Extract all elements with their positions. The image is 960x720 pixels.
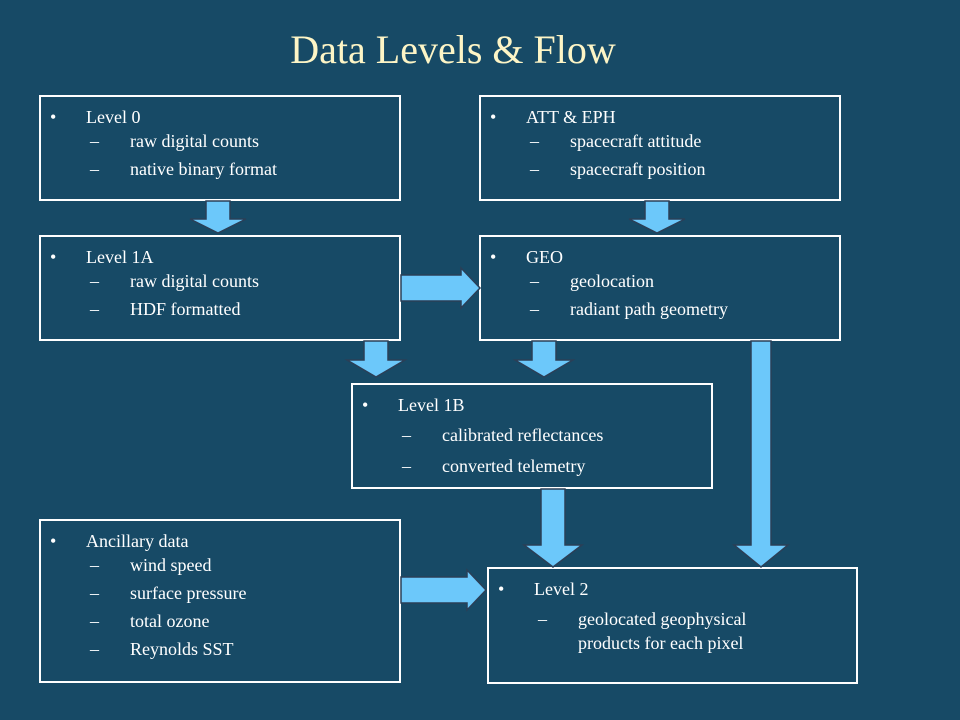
- page-title: Data Levels & Flow: [290, 27, 616, 72]
- geo-item: – radiant path geometry: [530, 298, 728, 320]
- level0-item-text: native binary format: [130, 159, 277, 179]
- level1a-box: • Level 1A – raw digital counts – HDF forma…: [39, 235, 401, 341]
- dash-icon: –: [90, 555, 99, 575]
- dash-icon: –: [402, 425, 411, 445]
- arrow-down-level1a-to-level1b: [344, 340, 408, 378]
- level1b-item: – converted telemetry: [402, 455, 585, 477]
- arrow-right-level1a-to-geo: [400, 266, 482, 310]
- dash-icon: –: [402, 456, 411, 476]
- dash-icon: –: [530, 271, 539, 291]
- ancillary-item: – wind speed: [90, 554, 211, 576]
- dash-icon: –: [90, 639, 99, 659]
- level1a-item-text: HDF formatted: [130, 299, 241, 319]
- level1b-item: – calibrated reflectances: [402, 424, 603, 446]
- arrow-down-geo-to-level1b: [512, 340, 576, 378]
- level1b-heading-line: • Level 1B: [362, 394, 464, 416]
- atteph-item: – spacecraft attitude: [530, 130, 701, 152]
- geo-item-text: radiant path geometry: [570, 299, 728, 319]
- ancillary-heading: Ancillary data: [86, 531, 189, 551]
- ancillary-item: – total ozone: [90, 610, 209, 632]
- geo-heading-line: • GEO: [490, 246, 563, 268]
- dash-icon: –: [530, 159, 539, 179]
- atteph-item-text: spacecraft position: [570, 159, 706, 179]
- dash-icon: –: [90, 611, 99, 631]
- bullet-icon: •: [50, 531, 57, 551]
- geo-item: – geolocation: [530, 270, 654, 292]
- atteph-item: – spacecraft position: [530, 158, 705, 180]
- geo-heading: GEO: [526, 247, 563, 267]
- dash-icon: –: [530, 299, 539, 319]
- level0-item: – raw digital counts: [90, 130, 259, 152]
- level2-item: – geolocated geophysical: [538, 608, 746, 630]
- level0-heading-line: • Level 0: [50, 106, 140, 128]
- level1a-item: – HDF formatted: [90, 298, 240, 320]
- level0-box: • Level 0 – raw digital counts – native bin…: [39, 95, 401, 201]
- bullet-icon: •: [490, 107, 497, 127]
- arrow-right-ancillary-to-level2: [400, 568, 488, 612]
- ancillary-item-text: surface pressure: [130, 583, 247, 603]
- dash-icon: –: [90, 159, 99, 179]
- level2-box: • Level 2 – geolocated geophysical product…: [487, 567, 858, 684]
- dash-icon: –: [90, 271, 99, 291]
- bullet-icon: •: [362, 395, 369, 415]
- ancillary-item: – Reynolds SST: [90, 638, 234, 660]
- arrow-down-geo-to-level2: [731, 340, 791, 568]
- bullet-icon: •: [490, 247, 497, 267]
- arrow-down-level1b-to-level2: [521, 488, 585, 568]
- ancillary-item: – surface pressure: [90, 582, 246, 604]
- level1a-item: – raw digital counts: [90, 270, 259, 292]
- dash-icon: –: [530, 131, 539, 151]
- ancillary-heading-line: • Ancillary data: [50, 530, 188, 552]
- level0-heading: Level 0: [86, 107, 141, 127]
- level1a-item-text: raw digital counts: [130, 271, 259, 291]
- atteph-heading-line: • ATT & EPH: [490, 106, 616, 128]
- ancillary-item-text: total ozone: [130, 611, 210, 631]
- level1a-heading-line: • Level 1A: [50, 246, 153, 268]
- bullet-icon: •: [498, 579, 505, 599]
- ancillary-item-text: Reynolds SST: [130, 639, 234, 659]
- level2-item-continuation: products for each pixel: [578, 633, 744, 653]
- level0-item: – native binary format: [90, 158, 277, 180]
- level1b-item-text: converted telemetry: [442, 456, 586, 476]
- ancillary-box: • Ancillary data – wind speed – surface pre…: [39, 519, 401, 683]
- level1a-heading: Level 1A: [86, 247, 154, 267]
- arrow-down-level0-to-level1a: [189, 200, 247, 234]
- level2-heading: Level 2: [534, 579, 589, 599]
- arrow-down-atteph-to-geo: [628, 200, 686, 234]
- bullet-icon: •: [50, 107, 57, 127]
- level1b-heading: Level 1B: [398, 395, 465, 415]
- level1b-box: • Level 1B – calibrated reflectances – conv…: [351, 383, 713, 489]
- atteph-item-text: spacecraft attitude: [570, 131, 702, 151]
- dash-icon: –: [90, 583, 99, 603]
- atteph-box: • ATT & EPH – spacecraft attitude – spacecr…: [479, 95, 841, 201]
- level1b-item-text: calibrated reflectances: [442, 425, 604, 445]
- level2-item-text: geolocated geophysical: [578, 609, 747, 629]
- ancillary-item-text: wind speed: [130, 555, 212, 575]
- bullet-icon: •: [50, 247, 57, 267]
- level2-heading-line: • Level 2: [498, 578, 588, 600]
- level0-item-text: raw digital counts: [130, 131, 259, 151]
- dash-icon: –: [538, 609, 547, 629]
- dash-icon: –: [90, 131, 99, 151]
- atteph-heading: ATT & EPH: [526, 107, 616, 127]
- dash-icon: –: [90, 299, 99, 319]
- geo-item-text: geolocation: [570, 271, 654, 291]
